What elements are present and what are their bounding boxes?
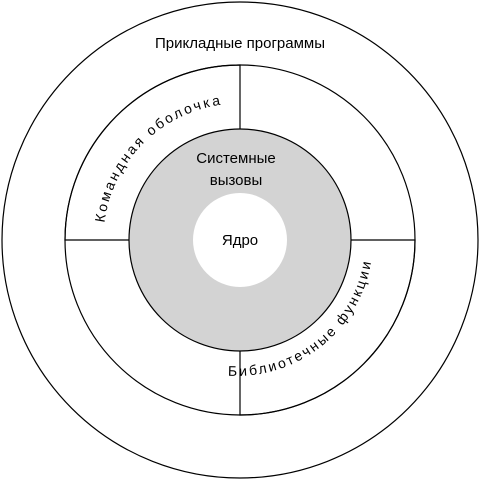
applications-label: Прикладные программы	[155, 35, 325, 52]
system-calls-label-line2: вызовы	[210, 172, 263, 189]
system-calls-label-line1: Системные	[196, 150, 275, 167]
kernel-label: Ядро	[222, 232, 258, 249]
shell-library-boundary	[64, 64, 416, 416]
kernel-core	[193, 193, 287, 287]
